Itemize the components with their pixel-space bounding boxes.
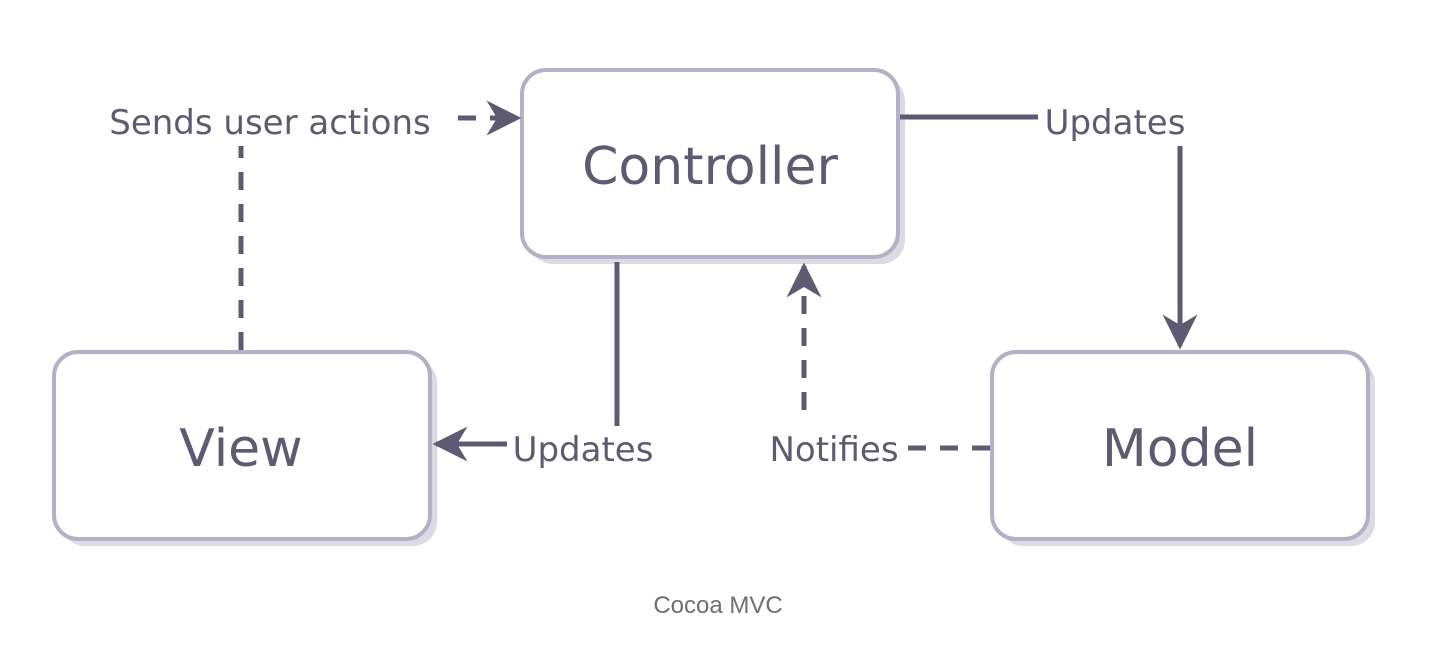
controller-node[interactable]: Controller — [520, 68, 905, 264]
model-label: Model — [1102, 419, 1258, 479]
view-node[interactable]: View — [52, 350, 437, 546]
controller-updates-model-label: Updates — [1045, 103, 1186, 143]
edge-controller-to-view: Updates — [432, 262, 654, 470]
view-label: View — [179, 419, 302, 479]
model-node[interactable]: Model — [990, 350, 1375, 546]
mvc-diagram: Controller View Model Sends user actions… — [52, 68, 1375, 546]
figure-caption: Cocoa MVC — [653, 592, 783, 619]
edge-controller-to-model: Updates — [900, 103, 1198, 350]
edge-model-to-controller: Notifies — [769, 262, 990, 470]
sends-user-actions-label: Sends user actions — [109, 103, 431, 143]
edge-view-to-controller: Sends user actions — [109, 100, 522, 350]
controller-updates-view-label: Updates — [513, 430, 654, 470]
controller-label: Controller — [582, 137, 838, 197]
notifies-label: Notifies — [769, 430, 898, 470]
